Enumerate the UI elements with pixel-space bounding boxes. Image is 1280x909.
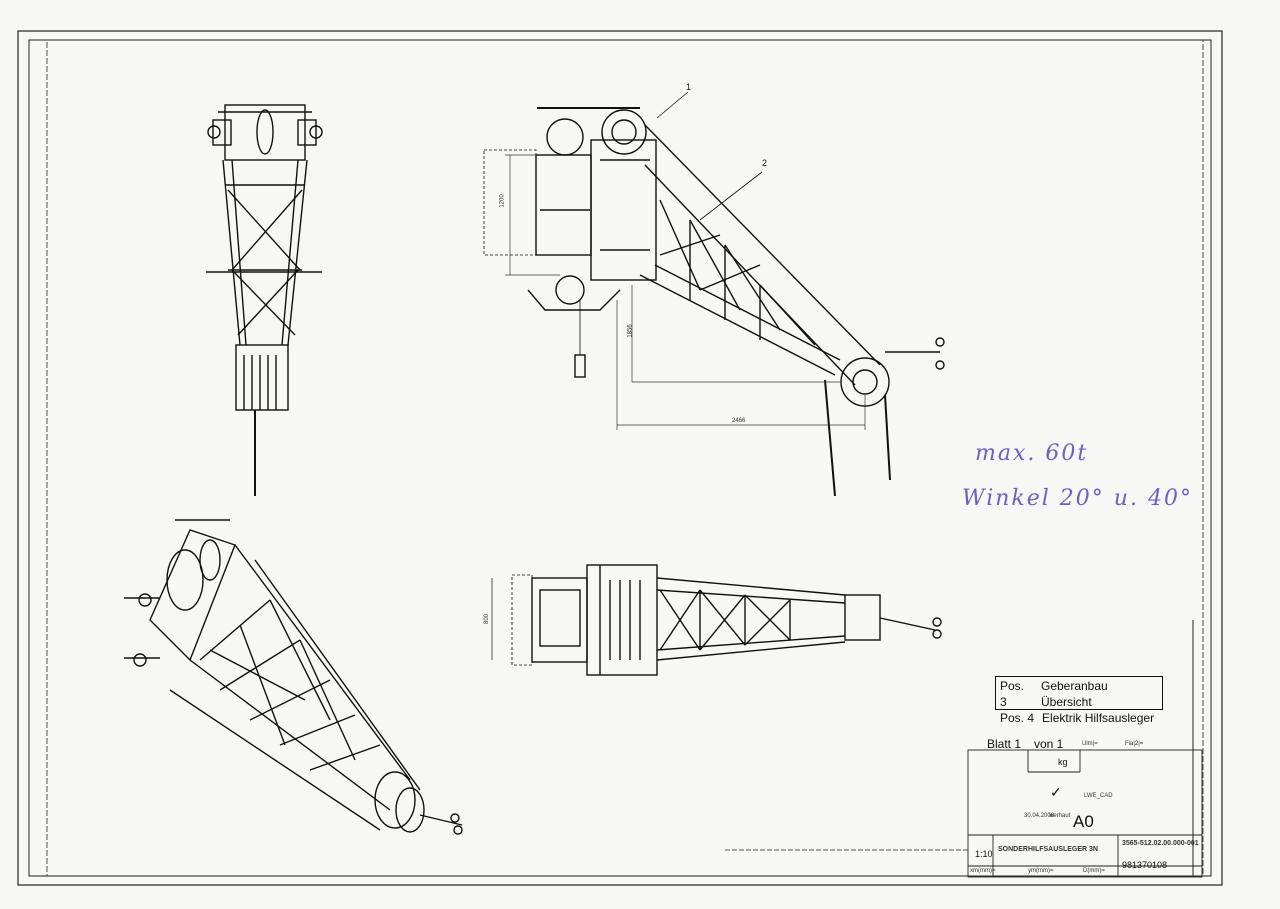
position-number: Pos. 4: [1000, 711, 1035, 725]
dimension-plan-width: 800: [484, 613, 491, 625]
field-ulm: Ulm|=: [1082, 741, 1098, 747]
sheet-format: A0: [1073, 812, 1094, 831]
drawing-date: 30.04.2008: [1024, 813, 1055, 819]
side-view: [483, 91, 945, 497]
position-number: Pos. 3: [1000, 679, 1025, 709]
drawing-title: SONDERHILFSAUSLEGER 3N: [998, 846, 1098, 853]
handwritten-max-load: max. 60t: [975, 441, 1089, 466]
dimension-lines: [505, 154, 866, 430]
position-text: Elektrik Hilfsausleger: [1042, 711, 1155, 725]
field-fla: Fla|2|=: [1125, 741, 1144, 747]
dimension-side-width: 2466: [732, 418, 746, 424]
sheet-total: von 1: [1034, 737, 1064, 751]
handwritten-angles: Winkel 20° u. 40°: [962, 486, 1193, 511]
weight-unit: kg: [1058, 757, 1068, 767]
isometric-view: [124, 519, 463, 835]
position-list: Pos. 3 Geberanbau Übersicht Pos. 4 Elekt…: [995, 676, 1163, 725]
field-d: D(mm)=: [1083, 868, 1105, 874]
front-view: [206, 104, 323, 496]
title-block-lines: [967, 749, 1203, 878]
callout-1: 1: [686, 82, 692, 92]
check-mark: ✓: [1050, 784, 1062, 800]
field-xm: xm(mm)=: [970, 868, 996, 874]
sheet-number: Blatt 1: [987, 737, 1022, 751]
plan-view: [491, 564, 942, 676]
drawing-scale: 1:10: [975, 849, 993, 859]
drawing-author: werhaut: [1049, 813, 1071, 819]
item-number: 981370108: [1122, 860, 1168, 870]
callout-2: 2: [762, 158, 768, 168]
drawing-number: 3565-512.02.00.000-001: [1122, 840, 1199, 847]
cad-system: LWE_CAD: [1084, 793, 1113, 799]
position-text: Geberanbau Übersicht: [1040, 679, 1108, 709]
position-row: Pos. 3 Geberanbau Übersicht: [1000, 678, 1158, 710]
field-ym: ym(mm)=: [1028, 868, 1054, 874]
dimension-side-drop: 1856: [627, 324, 634, 338]
position-row: Pos. 4 Elektrik Hilfsausleger: [1000, 710, 1158, 726]
dimension-side-height: 1200: [499, 194, 506, 208]
sheet-frame: [17, 30, 1223, 886]
